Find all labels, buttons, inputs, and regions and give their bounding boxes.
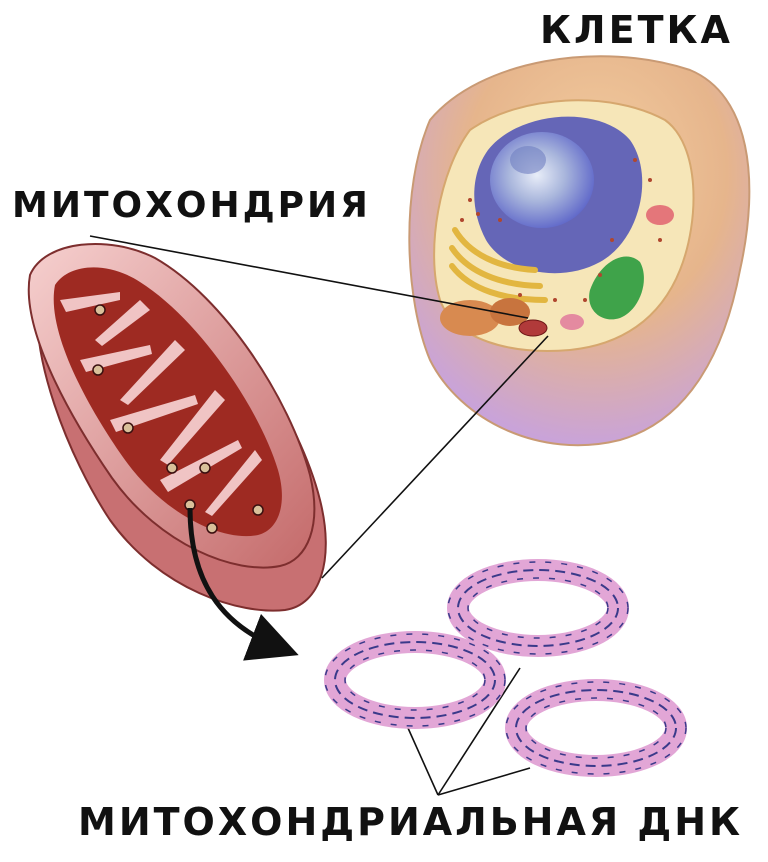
label-mitochondrial-dna: МИТОХОНДРИАЛЬНАЯ ДНК: [78, 800, 744, 844]
dna-ring-1: [447, 559, 629, 657]
cell-illustration: [408, 55, 751, 447]
pointer-lines: [89, 235, 549, 796]
dna-ring-2: [324, 631, 506, 729]
mitochondrion-illustration: [27, 243, 327, 612]
curved-arrow-icon: [187, 507, 299, 661]
dna-ring-3: [505, 679, 687, 777]
dna-ring-illustration: [324, 559, 687, 777]
label-mitochondrion: МИТОХОНДРИЯ: [12, 185, 371, 226]
label-cell: КЛЕТКА: [540, 8, 733, 52]
